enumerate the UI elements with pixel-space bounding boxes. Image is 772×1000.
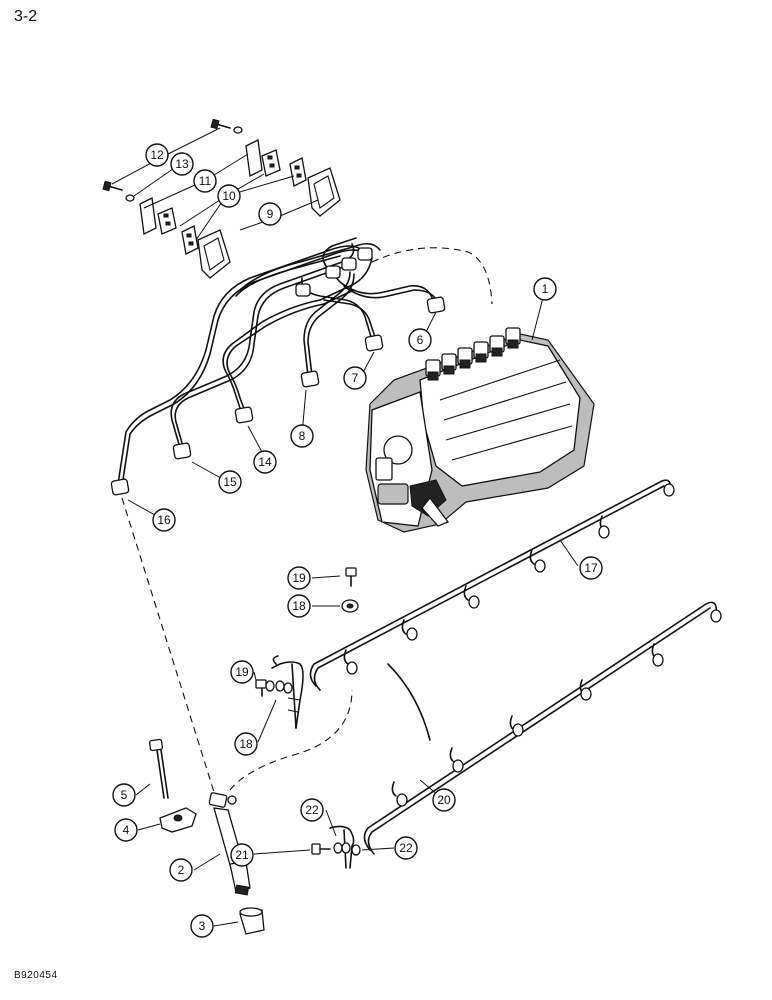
callout-11: 11: [193, 169, 217, 193]
line-fitting-16: [110, 478, 130, 496]
clamp-plate-11b: [139, 197, 157, 235]
svg-text:10: 10: [222, 189, 236, 203]
injector-bolt-5: [148, 738, 169, 799]
callout-3: 3: [190, 914, 214, 938]
hardware-22-washers: [333, 842, 361, 856]
svg-text:1: 1: [542, 282, 549, 296]
svg-text:21: 21: [235, 848, 249, 862]
hardware-18-washers-lower: [265, 680, 293, 694]
svg-text:5: 5: [121, 788, 128, 802]
callout-18-upper: 18: [287, 594, 311, 618]
svg-text:18: 18: [239, 737, 253, 751]
callout-12: 12: [145, 143, 169, 167]
callout-5: 5: [112, 783, 136, 807]
svg-text:11: 11: [199, 174, 212, 188]
hardware-19-bolt-upper: [345, 567, 357, 587]
hardware-18-washer-upper: [341, 599, 359, 613]
callout-leaders: [111, 127, 579, 927]
callout-20: 20: [432, 788, 456, 812]
svg-text:9: 9: [267, 207, 274, 221]
callout-16: 16: [152, 508, 176, 532]
svg-text:16: 16: [157, 513, 171, 527]
svg-text:3: 3: [199, 919, 206, 933]
svg-text:12: 12: [150, 148, 164, 162]
callout-4: 4: [114, 818, 138, 842]
svg-text:17: 17: [584, 561, 598, 575]
injection-lines-bundle: [110, 237, 493, 793]
injector-clamp-4: [159, 807, 197, 833]
clamp-block-10a: [261, 149, 281, 177]
svg-text:22: 22: [305, 803, 319, 817]
leak-off-line-17: [271, 479, 675, 729]
svg-text:19: 19: [235, 665, 249, 679]
svg-text:19: 19: [292, 571, 306, 585]
callout-22-right: 22: [394, 836, 418, 860]
callout-8: 8: [290, 424, 314, 448]
callout-21: 21: [230, 843, 254, 867]
svg-text:14: 14: [258, 455, 272, 469]
svg-text:6: 6: [417, 333, 424, 347]
line-fitting-6: [426, 296, 446, 314]
svg-text:7: 7: [352, 371, 359, 385]
callout-9: 9: [258, 202, 282, 226]
line-fitting-14: [234, 406, 254, 424]
svg-text:8: 8: [299, 429, 306, 443]
callout-10: 10: [217, 184, 241, 208]
svg-text:4: 4: [123, 823, 130, 837]
injector-sleeve-3: [239, 907, 265, 935]
hardware-19-bolt-lower: [255, 679, 267, 697]
page-number: 3-2: [14, 8, 38, 25]
figure-code: B920454: [14, 970, 58, 981]
bracket-9a: [307, 167, 341, 217]
callout-6: 6: [408, 328, 432, 352]
line-fitting-8: [300, 370, 320, 388]
hardware-21-bolt: [311, 843, 331, 855]
line-fitting-7: [364, 334, 384, 352]
callout-1: 1: [533, 277, 557, 301]
separator-curve: [387, 663, 431, 741]
callout-18-lower: 18: [234, 732, 258, 756]
svg-text:22: 22: [399, 841, 413, 855]
leak-off-line-20: [329, 601, 722, 869]
clamp-block-10c: [157, 207, 177, 235]
callout-19-upper: 19: [287, 566, 311, 590]
svg-text:2: 2: [178, 863, 185, 877]
callout-15: 15: [218, 470, 242, 494]
line-fitting-15: [172, 442, 192, 460]
callout-22-upper: 22: [300, 798, 324, 822]
callout-7: 7: [343, 366, 367, 390]
clamp-block-10d: [181, 225, 199, 255]
svg-text:18: 18: [292, 599, 306, 613]
bracket-9b: [197, 229, 231, 279]
pump-delivery-valves: [425, 327, 521, 381]
callout-14: 14: [253, 450, 277, 474]
clamp-plate-11a: [245, 139, 263, 177]
svg-text:13: 13: [175, 157, 189, 171]
callout-13: 13: [170, 152, 194, 176]
clamp-hardware-group: [102, 118, 341, 279]
clamp-bolt-left: [102, 180, 135, 202]
clamp-block-10b: [289, 157, 307, 187]
svg-text:20: 20: [437, 793, 451, 807]
svg-text:15: 15: [223, 475, 237, 489]
callout-19-lower: 19: [230, 660, 254, 684]
clamp-bolt-top: [210, 118, 243, 134]
injection-pump: [365, 327, 595, 533]
callout-2: 2: [169, 858, 193, 882]
callout-17: 17: [579, 556, 603, 580]
